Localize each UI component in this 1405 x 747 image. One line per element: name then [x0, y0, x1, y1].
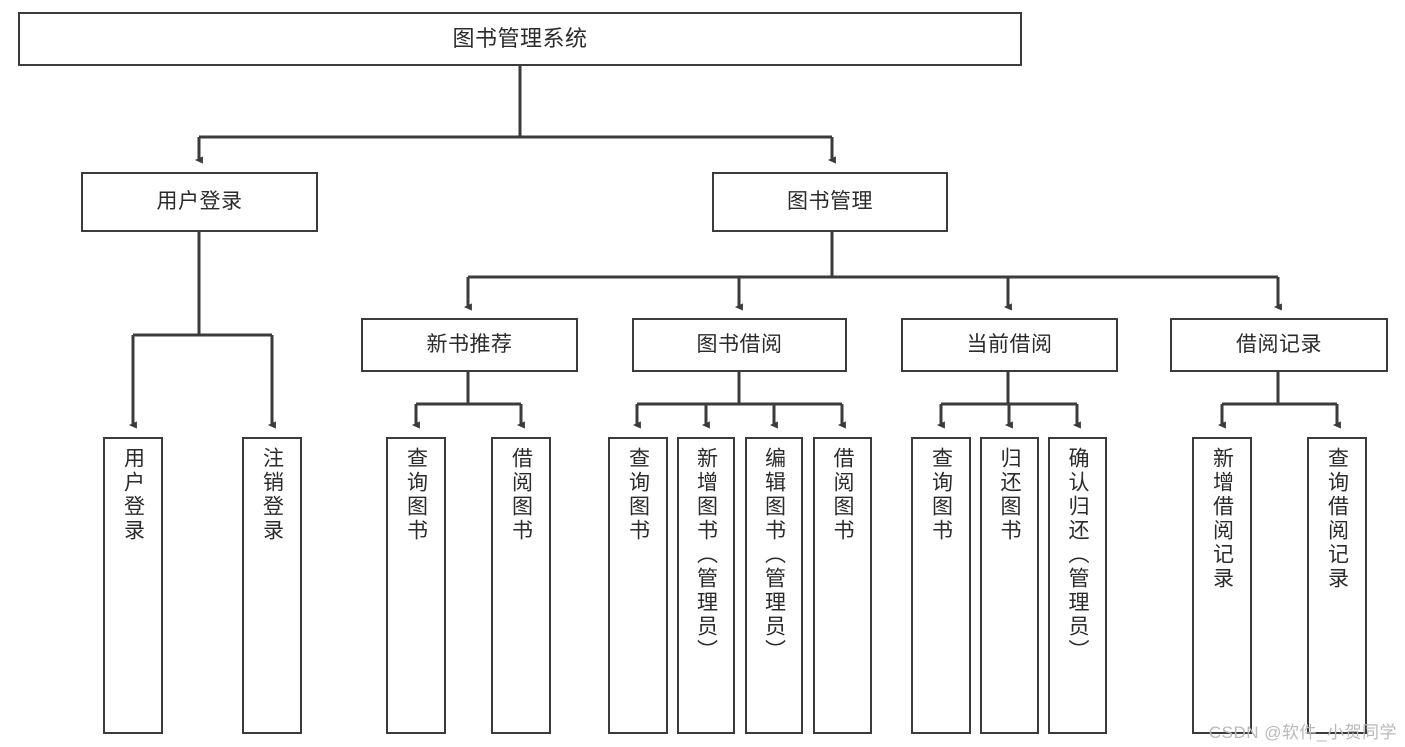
watermark-text: CSDN @软件_小贺同学: [1208, 723, 1397, 742]
node-leaf-query-book-3-label: 查询图书: [929, 447, 953, 543]
node-leaf-user-login-label: 用户登录: [121, 447, 145, 543]
node-book-borrow[interactable]: 图书借阅: [632, 318, 847, 372]
node-new-book-recommend[interactable]: 新书推荐: [361, 318, 578, 372]
node-leaf-query-book-1[interactable]: 查询图书: [386, 437, 446, 734]
node-leaf-add-book-label: 新增图书（管理员）: [694, 447, 718, 663]
node-leaf-query-book-1-label: 查询图书: [404, 447, 428, 543]
node-leaf-user-login[interactable]: 用户登录: [103, 437, 163, 734]
node-leaf-borrow-book-1-label: 借阅图书: [509, 447, 533, 543]
node-leaf-query-book-3[interactable]: 查询图书: [911, 437, 971, 734]
node-leaf-logout[interactable]: 注销登录: [242, 437, 302, 734]
node-book-borrow-label: 图书借阅: [696, 333, 783, 357]
node-root[interactable]: 图书管理系统: [18, 12, 1022, 66]
node-root-label: 图书管理系统: [452, 25, 588, 51]
node-leaf-return-book-label: 归还图书: [998, 447, 1021, 543]
node-leaf-borrow-book-2[interactable]: 借阅图书: [813, 437, 872, 734]
node-leaf-borrow-book-1[interactable]: 借阅图书: [491, 437, 551, 734]
node-leaf-borrow-book-2-label: 借阅图书: [831, 447, 854, 543]
node-borrow-record[interactable]: 借阅记录: [1170, 318, 1388, 372]
node-leaf-query-record-label: 查询借阅记录: [1325, 447, 1349, 591]
node-leaf-query-book-2[interactable]: 查询图书: [608, 437, 668, 734]
node-leaf-add-record[interactable]: 新增借阅记录: [1192, 437, 1252, 734]
node-leaf-query-record[interactable]: 查询借阅记录: [1307, 437, 1367, 734]
node-user-login[interactable]: 用户登录: [81, 172, 318, 232]
node-borrow-record-label: 借阅记录: [1236, 333, 1322, 357]
node-book-manage[interactable]: 图书管理: [712, 172, 948, 232]
node-leaf-confirm-return-label: 确认归还（管理员）: [1066, 447, 1089, 663]
node-leaf-edit-book[interactable]: 编辑图书（管理员）: [745, 437, 803, 734]
node-leaf-logout-label: 注销登录: [260, 447, 284, 543]
node-leaf-confirm-return[interactable]: 确认归还（管理员）: [1048, 437, 1107, 734]
node-user-login-label: 用户登录: [156, 190, 243, 214]
node-leaf-return-book[interactable]: 归还图书: [980, 437, 1039, 734]
node-current-borrow-label: 当前借阅: [966, 333, 1053, 357]
node-current-borrow[interactable]: 当前借阅: [901, 318, 1118, 372]
node-leaf-add-record-label: 新增借阅记录: [1210, 447, 1234, 591]
node-new-book-recommend-label: 新书推荐: [426, 333, 513, 357]
node-leaf-add-book[interactable]: 新增图书（管理员）: [677, 437, 735, 734]
node-leaf-query-book-2-label: 查询图书: [626, 447, 650, 543]
node-book-manage-label: 图书管理: [787, 190, 873, 214]
node-leaf-edit-book-label: 编辑图书（管理员）: [762, 447, 786, 663]
